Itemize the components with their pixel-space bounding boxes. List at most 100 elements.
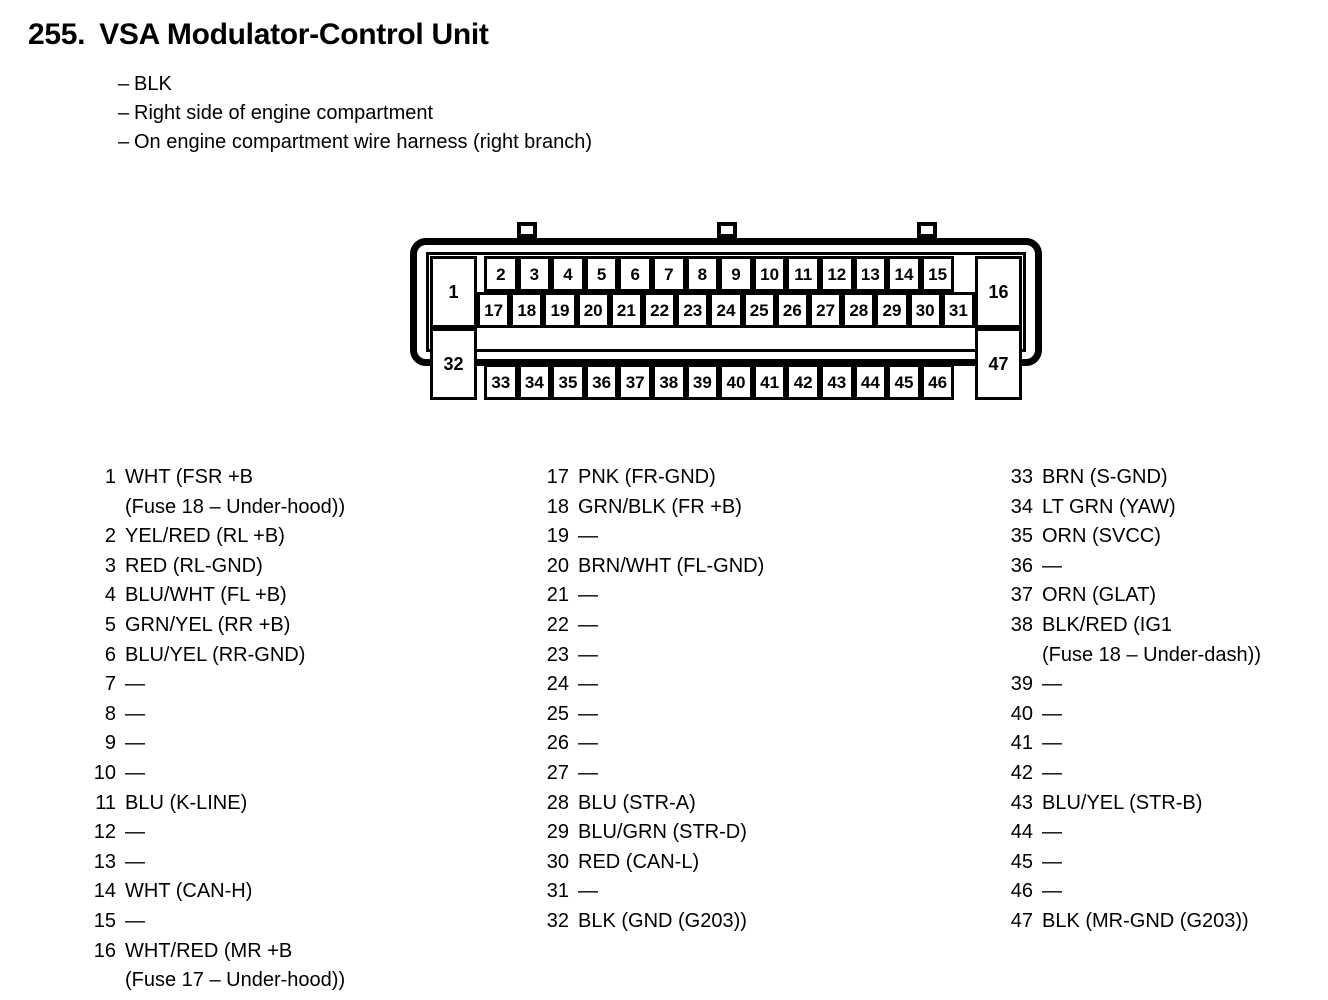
pin-list-row: 7— [90, 670, 490, 700]
pin-cell-35: 35 [551, 364, 585, 400]
pin-cell-4: 4 [551, 256, 585, 292]
pin-number: 13 [93, 850, 116, 873]
pin-label: — [1042, 880, 1062, 903]
pin-cell-16: 16 [975, 256, 1022, 328]
pin-list-row: 13 — [90, 848, 490, 878]
pin-list-row: 11 BLU (K-LINE) [90, 789, 490, 819]
pin-cell-34: 34 [517, 364, 552, 400]
pin-cell-37: 37 [618, 364, 652, 400]
pin-cell-19: 19 [543, 292, 577, 328]
pin-number: 33 [1010, 466, 1033, 488]
pin-label: BLU/YEL (STR-B) [1042, 791, 1203, 814]
pin-number: 17 [546, 466, 569, 488]
pin-label: ORN (SVCC) [1042, 525, 1161, 548]
pin-cell-28: 28 [842, 292, 876, 328]
pin-list-row: 10— [90, 759, 490, 789]
pin-label-continuation: (Fuse 18 – Under-hood)) [125, 495, 346, 518]
pin-list-row: 12 — [90, 818, 490, 848]
subtitle-text: BLK [134, 73, 172, 95]
page-title-text: VSA Modulator-Control Unit [99, 18, 489, 51]
pin-cell-3: 3 [517, 256, 552, 292]
pin-label: — [125, 702, 145, 725]
pin-list-row: 36— [1005, 552, 1325, 582]
pin-list-row: 22— [543, 611, 963, 641]
pin-label: — [1042, 673, 1062, 696]
subtitle-line: –On engine compartment wire harness (rig… [118, 128, 592, 157]
pin-number: 40 [1010, 702, 1033, 725]
pin-list-row: 46— [1005, 877, 1325, 907]
pin-label: — [1042, 761, 1062, 784]
pin-cell-45: 45 [887, 364, 921, 400]
pin-cell-2: 2 [484, 256, 518, 292]
pin-label: BLU/YEL (RR-GND) [125, 643, 306, 666]
pin-cell-24: 24 [709, 292, 743, 328]
pin-number: 11 [95, 791, 116, 814]
pin-number: 42 [1010, 761, 1033, 784]
pin-list-row: 14 WHT (CAN-H) [90, 877, 490, 907]
pin-list-row: 8— [90, 700, 490, 730]
pin-number: 8 [104, 702, 116, 725]
bullet-dash-icon: – [118, 131, 130, 153]
pin-label: BLK (MR-GND (G203)) [1042, 909, 1249, 932]
pin-number: 14 [93, 880, 116, 903]
pin-label: BLU (K-LINE) [125, 791, 248, 814]
pin-list-row: 41— [1005, 729, 1325, 759]
pin-label: — [1042, 821, 1062, 844]
pin-number: 44 [1010, 821, 1033, 844]
pin-cell-33: 33 [484, 364, 518, 400]
pin-cell-38: 38 [652, 364, 686, 400]
pin-label: — [578, 702, 598, 725]
pin-cell-18: 18 [510, 292, 544, 328]
pin-number: 7 [104, 673, 116, 696]
pin-label: — [578, 732, 598, 755]
pin-label-continuation: (Fuse 18 – Under-dash)) [1042, 643, 1261, 666]
pin-cell-12: 12 [820, 256, 854, 292]
pin-number: 4 [104, 584, 116, 607]
page-title: 255.VSA Modulator-Control Unit [28, 18, 489, 52]
pin-label: WHT (CAN-H) [125, 880, 253, 903]
pin-cell-9: 9 [719, 256, 753, 292]
pin-number: 34 [1010, 495, 1033, 518]
pin-cell-22: 22 [643, 292, 677, 328]
pin-number: 16 [93, 939, 116, 962]
pin-number: 28 [546, 791, 569, 814]
pin-cell-6: 6 [618, 256, 652, 292]
pin-label: BLK/RED (IG1(Fuse 18 – Under-dash)) [1042, 611, 1325, 670]
pin-cell-42: 42 [786, 364, 820, 400]
pin-cell-23: 23 [676, 292, 710, 328]
pin-number: 9 [104, 732, 116, 755]
pin-label: — [125, 909, 145, 932]
pin-list-row: 15— [90, 907, 490, 937]
pin-cell-36: 36 [584, 364, 619, 400]
pin-number: 2 [104, 525, 116, 548]
pin-number: 3 [104, 554, 116, 577]
pin-label: — [125, 821, 145, 844]
pin-number: 31 [546, 880, 569, 903]
pin-label: — [578, 673, 598, 696]
pin-number: 18 [546, 495, 569, 518]
pin-cell-29: 29 [875, 292, 909, 328]
subtitle-text: On engine compartment wire harness (righ… [134, 131, 592, 153]
pin-list-row: 40— [1005, 700, 1325, 730]
pin-label: — [125, 673, 145, 696]
pin-cell-14: 14 [887, 256, 921, 292]
pin-cell-30: 30 [908, 292, 942, 328]
subtitle-line: –BLK [118, 70, 592, 99]
pin-cell-43: 43 [820, 364, 854, 400]
pin-label: — [578, 880, 598, 903]
pin-number: 20 [546, 554, 569, 577]
pin-label: BLU/GRN (STR-D) [578, 821, 747, 844]
pin-cell-44: 44 [853, 364, 888, 400]
pin-number: 12 [93, 821, 116, 844]
subtitle-line: –Right side of engine compartment [118, 99, 592, 128]
pin-list-row: 31 — [543, 877, 963, 907]
pin-label: — [1042, 732, 1062, 755]
pin-label: — [125, 850, 145, 873]
